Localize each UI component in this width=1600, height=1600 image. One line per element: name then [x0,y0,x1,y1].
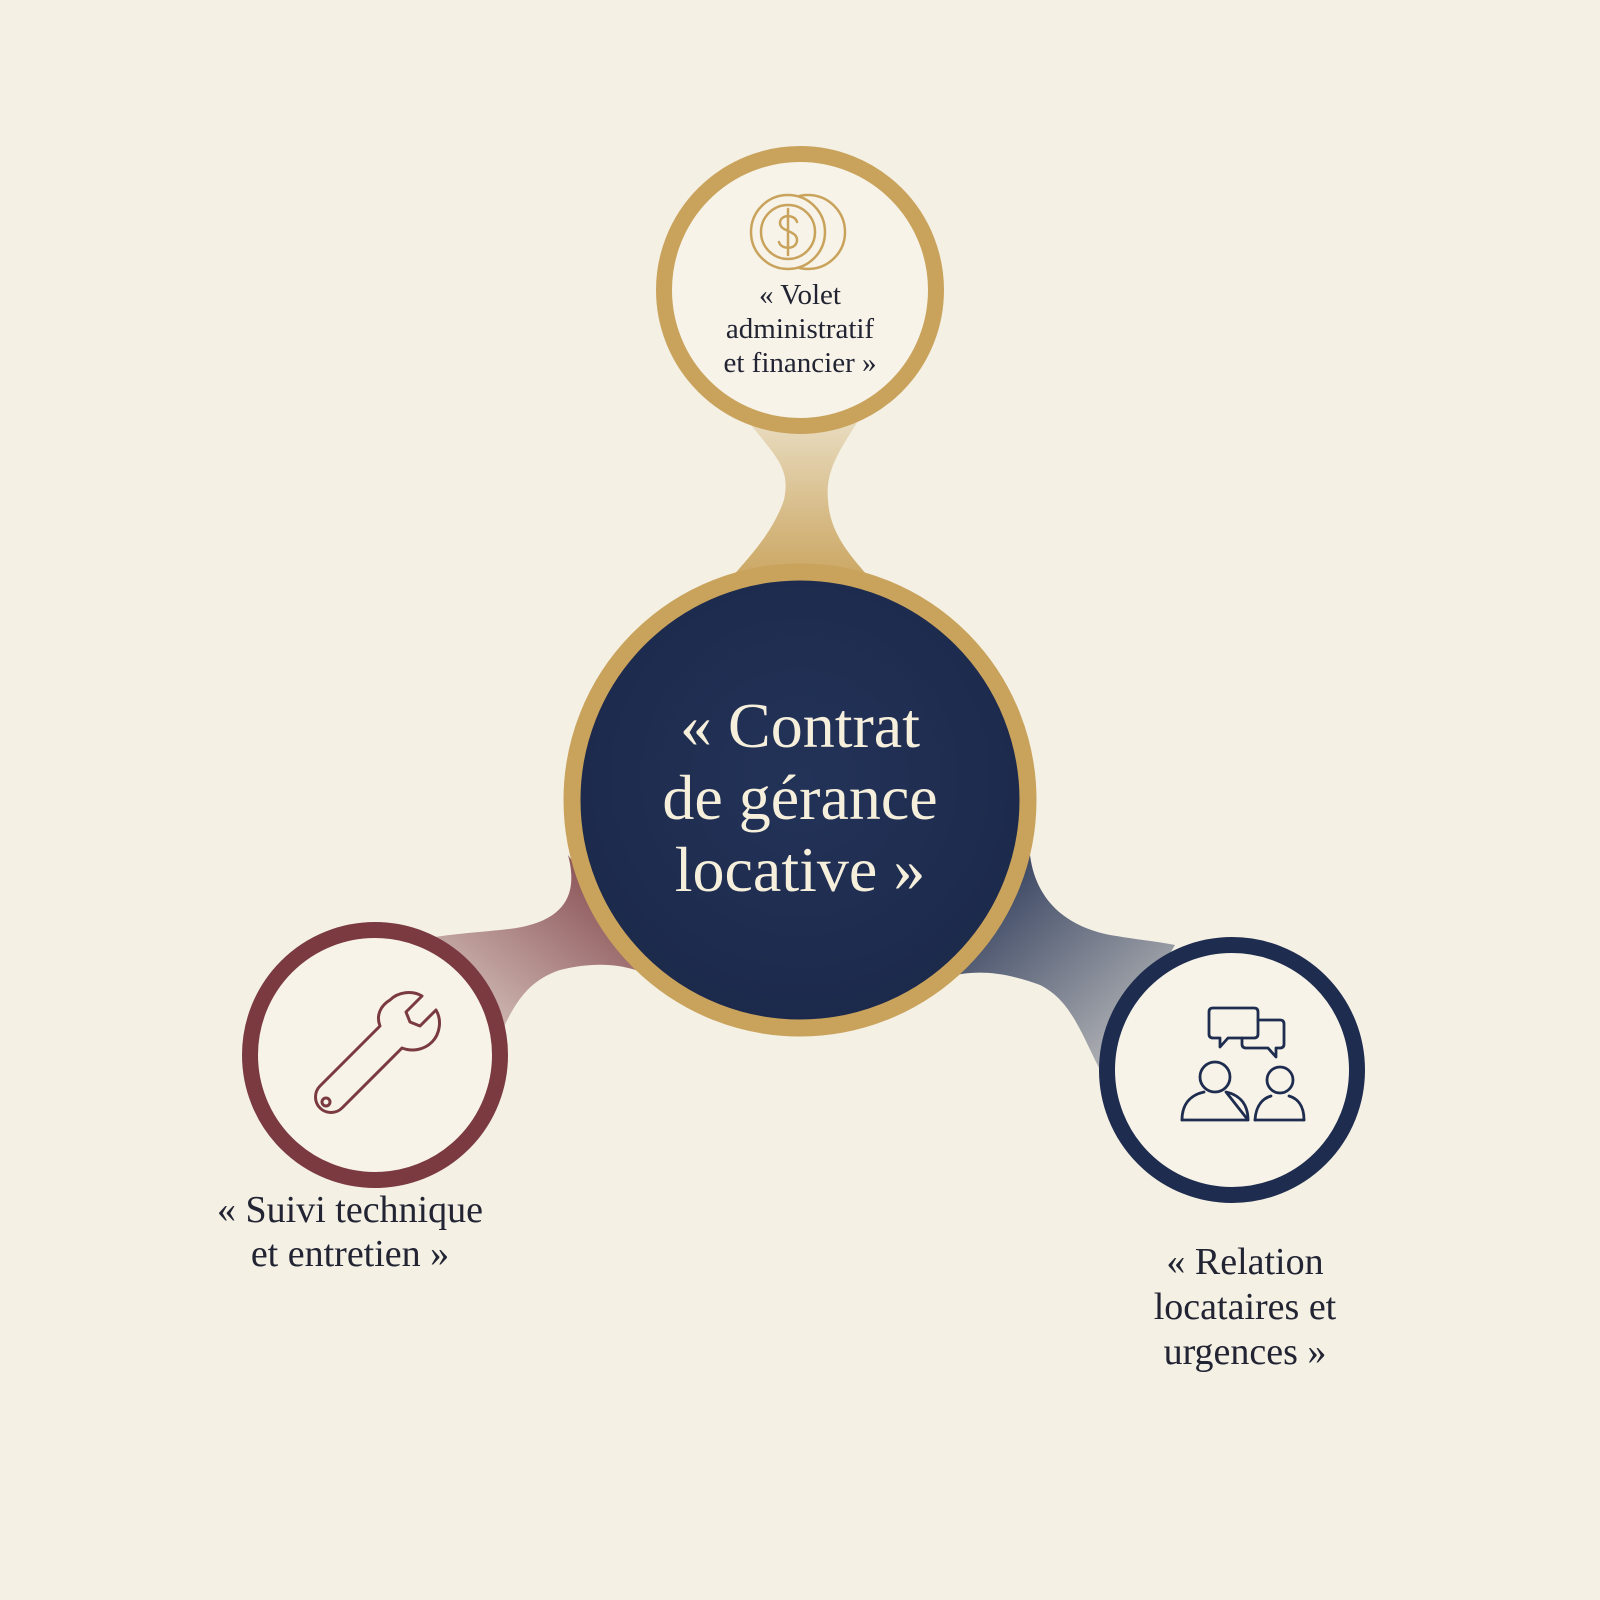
top-node-circle [656,146,944,434]
dollar-coins-icon [749,193,847,271]
wrench-icon [314,991,441,1114]
left-node-circle [242,922,508,1188]
center-circle [563,563,1037,1037]
right-node-circle [1099,937,1365,1203]
center-title: « Contrat de gérance locative » [662,690,938,905]
people-chat-icon [1180,1006,1306,1122]
left-node-label: « Suivi technique et entretien » [217,1189,483,1275]
connector-top [722,418,880,590]
top-node-label: « Volet administratif et financier » [723,279,877,379]
right-node-label: « Relation locataires et urgences » [1153,1241,1337,1373]
